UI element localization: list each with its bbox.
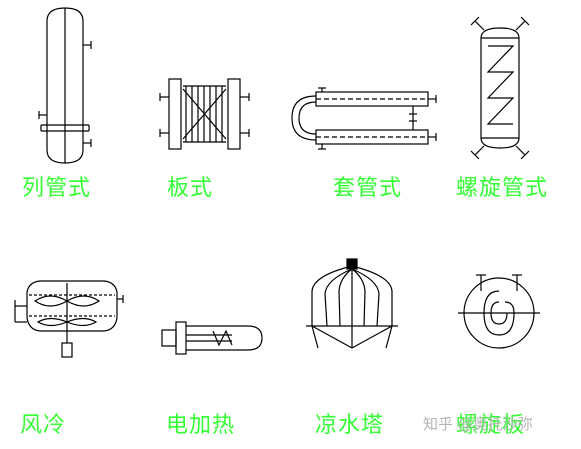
air-cooled-exchanger-symbol [14, 280, 124, 358]
shell-tube-exchanger-symbol [38, 7, 92, 164]
watermark: 知乎 @奥托沙弥 [423, 415, 533, 433]
plate-exchanger-symbol [159, 78, 250, 150]
label-electric-heater: 电加热 [166, 413, 236, 438]
electric-heater-symbol [161, 321, 263, 355]
spiral-plate-exchanger-symbol [458, 274, 540, 349]
spiral-tube-exchanger-symbol [470, 16, 530, 160]
label-spiral-tube: 螺旋管式 [456, 176, 549, 201]
label-double-pipe: 套管式 [333, 176, 403, 201]
cooling-tower-symbol [306, 258, 398, 349]
label-shell-tube: 列管式 [22, 176, 92, 201]
label-cooling-tower: 凉水塔 [315, 413, 385, 438]
label-spiral-plate: 螺旋板 [456, 413, 526, 438]
label-plate: 板式 [167, 176, 214, 201]
double-pipe-exchanger-symbol [291, 87, 437, 150]
label-air-cooled: 风冷 [20, 413, 67, 438]
